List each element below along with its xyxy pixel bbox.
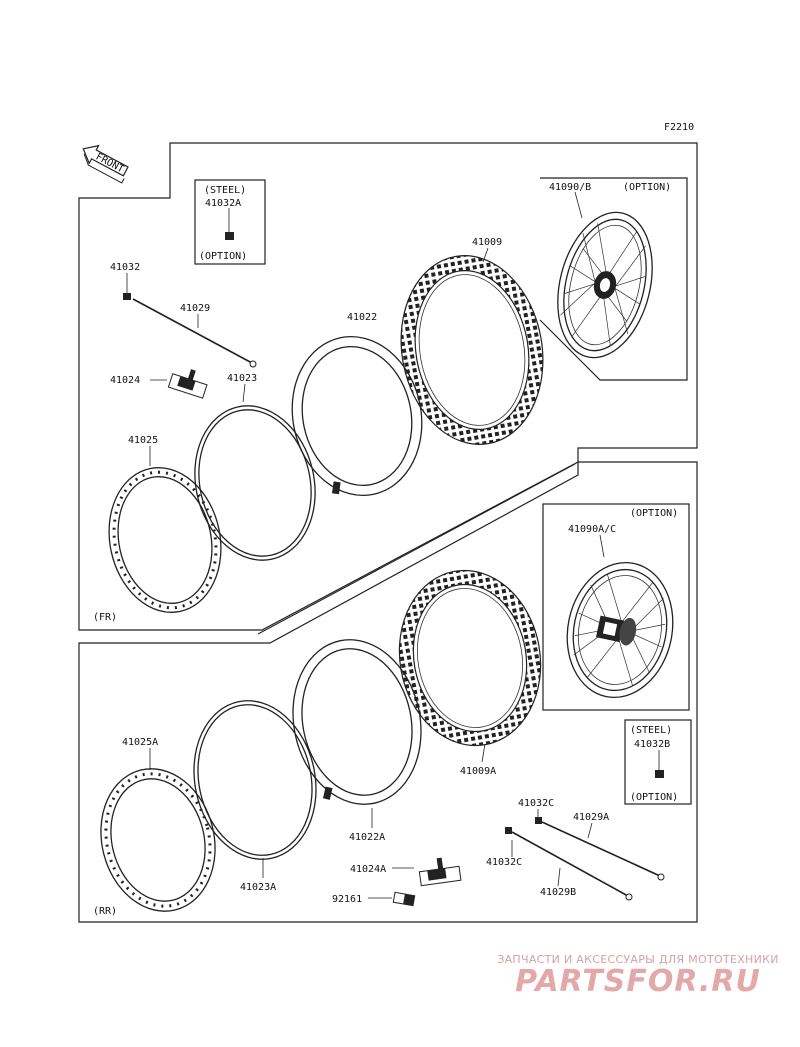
rear-spoke-b-label: 41029B bbox=[540, 887, 576, 898]
front-tire-icon bbox=[400, 255, 544, 445]
watermark-tagline: ЗАПЧАСТИ И АКСЕССУАРЫ ДЛЯ МОТОТЕХНИКИ bbox=[497, 953, 779, 966]
rear-spoke-b-icon bbox=[511, 831, 629, 897]
rear-valve-cap-a-label: 41032C bbox=[518, 798, 554, 809]
rear-steel-part: 41032B bbox=[634, 739, 670, 750]
rear-valve-cap-b-label: 41032C bbox=[486, 857, 522, 868]
front-valve-cap-label: 41032 bbox=[110, 262, 140, 273]
front-steel-label: (STEEL) bbox=[204, 185, 246, 196]
rear-spoke-a-icon bbox=[541, 821, 661, 877]
section-divider bbox=[257, 463, 576, 635]
watermark: ЗАПЧАСТИ И АКСЕССУАРЫ ДЛЯ МОТОТЕХНИКИ PA… bbox=[488, 953, 788, 998]
rear-steel-label: (STEEL) bbox=[630, 725, 672, 736]
rear-wheel-option-box: (OPTION) 41090A/C bbox=[542, 503, 690, 711]
front-wheel-option: (OPTION) bbox=[623, 182, 671, 193]
rear-rim-icon bbox=[100, 768, 216, 912]
rear-section-frame bbox=[78, 461, 698, 923]
rear-rim-band-label: 41023A bbox=[240, 882, 276, 893]
rear-tire-icon bbox=[398, 569, 542, 747]
rear-spoke-b-end-icon bbox=[625, 893, 633, 901]
front-rim-lock-label: 41024 bbox=[110, 375, 140, 386]
front-steel-option: (OPTION) bbox=[199, 251, 247, 262]
front-rim-band-label: 41023 bbox=[227, 373, 257, 384]
front-wheel-part: 41090/B bbox=[549, 182, 591, 193]
rear-steel-valve-cap-icon bbox=[655, 770, 664, 778]
rear-rim-band-icon bbox=[193, 700, 317, 860]
rear-steel-option-box: (STEEL) 41032B (OPTION) bbox=[624, 719, 692, 805]
front-rim-band-icon bbox=[194, 405, 316, 561]
rear-wheel-option: (OPTION) bbox=[630, 508, 678, 519]
watermark-logo: PARTSFOR.RU bbox=[515, 964, 761, 999]
rear-rim-lock-label: 41024A bbox=[350, 864, 386, 875]
grommet-icon bbox=[392, 891, 416, 907]
steel-valve-cap-icon bbox=[225, 232, 234, 240]
rear-spoked-wheel-icon bbox=[566, 561, 674, 699]
front-steel-part: 41032A bbox=[205, 198, 241, 209]
front-rim-label: 41025 bbox=[128, 435, 158, 446]
rear-tire-label: 41009A bbox=[460, 766, 496, 777]
front-tire-label: 41009 bbox=[472, 237, 502, 248]
rear-spoke-a-end-icon bbox=[657, 873, 665, 881]
front-rim-icon bbox=[108, 467, 222, 613]
front-rim-lock-icon bbox=[167, 369, 208, 399]
rear-valve-cap-b-icon bbox=[505, 827, 512, 834]
rear-steel-option: (OPTION) bbox=[630, 792, 678, 803]
rear-rim-label: 41025A bbox=[122, 737, 158, 748]
rear-tube-icon bbox=[292, 639, 422, 805]
figure-code: F2210 bbox=[664, 122, 694, 133]
front-spoked-wheel-icon bbox=[557, 211, 653, 359]
rear-rim-lock-icon bbox=[418, 857, 462, 887]
front-tube-icon bbox=[291, 335, 423, 497]
rear-valve-cap-a-icon bbox=[535, 817, 542, 824]
rear-section-tag: (RR) bbox=[93, 906, 117, 917]
front-spoke-icon bbox=[132, 298, 253, 364]
front-steel-option-box: (STEEL) 41032A (OPTION) bbox=[194, 179, 266, 265]
front-section-tag: (FR) bbox=[93, 612, 117, 623]
front-tube-label: 41022 bbox=[347, 312, 377, 323]
rear-wheel-part: 41090A/C bbox=[568, 524, 616, 535]
front-spoke-label: 41029 bbox=[180, 303, 210, 314]
front-valve-cap-icon bbox=[123, 293, 131, 300]
front-arrow-icon: FRONT bbox=[82, 144, 129, 184]
front-arrow-label: FRONT bbox=[94, 151, 126, 175]
front-spoke-end-icon bbox=[249, 360, 257, 368]
front-section-frame bbox=[78, 142, 698, 631]
rear-tube-label: 41022A bbox=[349, 832, 385, 843]
grommet-label: 92161 bbox=[332, 894, 362, 905]
rear-spoke-a-label: 41029A bbox=[573, 812, 609, 823]
front-wheel-option-box: 41090/B (OPTION) bbox=[539, 177, 688, 381]
